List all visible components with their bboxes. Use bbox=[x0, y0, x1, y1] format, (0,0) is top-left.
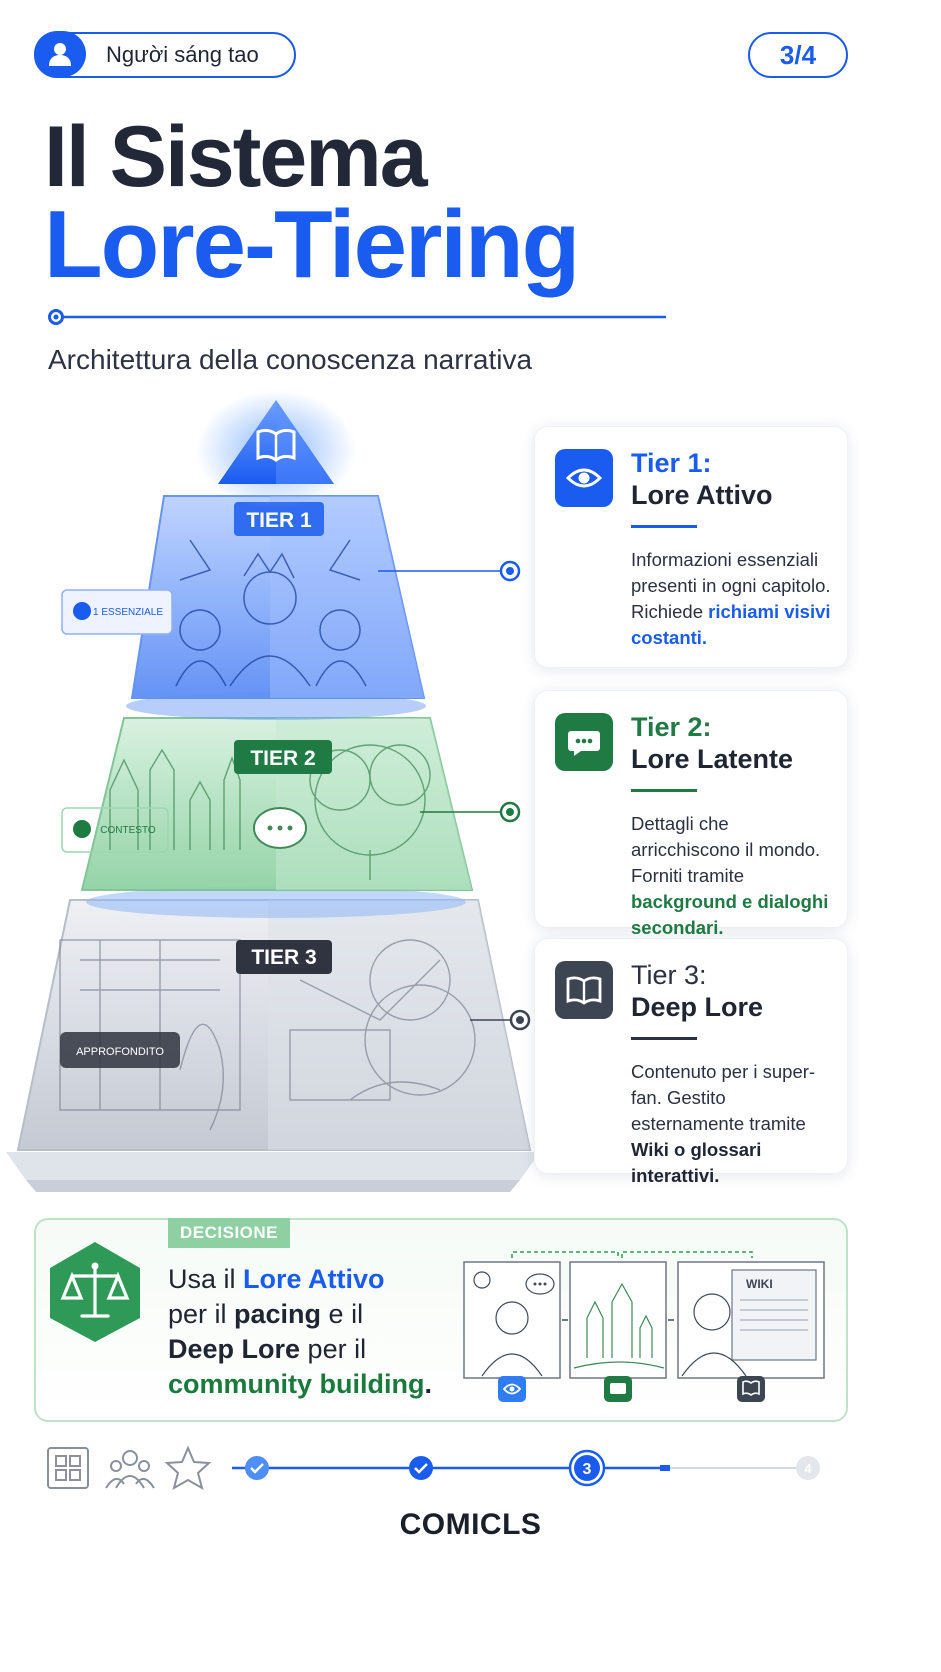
tier1-label: TIER 1 bbox=[246, 509, 312, 532]
tier2-description: Dettagli che arricchiscono il mondo. For… bbox=[631, 813, 829, 938]
decision-tag: DECISIONE bbox=[168, 1218, 291, 1248]
svg-text:3: 3 bbox=[583, 1461, 592, 1478]
tier3-card: Tier 3: Deep Lore Contenuto per i super-… bbox=[534, 938, 848, 1186]
step-2-complete bbox=[409, 1456, 433, 1480]
subtitle: Architettura della conoscenza narrativa bbox=[48, 344, 533, 375]
panel-lore-attivo bbox=[463, 1261, 561, 1402]
tier1-side-tag: 1 ESSENZIALE bbox=[93, 607, 163, 618]
panel-deep-lore: WIKI bbox=[677, 1261, 825, 1402]
tier2-accent-bar bbox=[631, 789, 697, 792]
user-icon bbox=[34, 31, 86, 77]
tier1-accent-bar bbox=[631, 525, 697, 528]
creator-label: Người sáng tao bbox=[106, 42, 259, 67]
tier2-side-tag: CONTESTO bbox=[100, 825, 156, 836]
tier3-block: TIER 3 APPROFONDITO bbox=[16, 899, 532, 1151]
tier2-block: TIER 2 CONTESTO bbox=[61, 717, 474, 918]
tier1-subtitle: Lore Attivo bbox=[631, 480, 773, 510]
step-3-current: 3 bbox=[568, 1449, 606, 1487]
tier1-block: TIER 1 1 ESSENZIALE bbox=[61, 495, 426, 720]
tier3-subtitle: Deep Lore bbox=[631, 992, 764, 1022]
star-icon bbox=[164, 1445, 212, 1491]
step-4-pending: 4 bbox=[796, 1456, 820, 1480]
book-icon bbox=[256, 428, 296, 462]
creator-pill[interactable]: Người sáng tao bbox=[34, 31, 296, 78]
tier3-description: Contenuto per i super-fan. Gestito ester… bbox=[631, 1061, 816, 1186]
tier1-name: Tier 1: bbox=[631, 448, 712, 478]
title-line-1: Il Sistema bbox=[44, 109, 428, 205]
book-icon bbox=[555, 961, 613, 1019]
tier1-description: Informazioni essenziali presenti in ogni… bbox=[631, 549, 831, 648]
grid-icon bbox=[47, 1447, 89, 1489]
eye-icon bbox=[555, 449, 613, 507]
tier1-card: Tier 1: Lore Attivo Informazioni essenzi… bbox=[534, 426, 848, 668]
tier2-name: Tier 2: bbox=[631, 712, 712, 742]
tier3-accent-bar bbox=[631, 1037, 697, 1040]
tier2-label: TIER 2 bbox=[250, 747, 315, 770]
progress-bar: 3 4 bbox=[47, 1445, 820, 1491]
page-indicator: 3/4 bbox=[748, 32, 848, 78]
svg-text:4: 4 bbox=[804, 1461, 812, 1476]
tier3-label: TIER 3 bbox=[251, 946, 316, 969]
chat-bubble-icon bbox=[555, 713, 613, 771]
tier3-side-tag: APPROFONDITO bbox=[76, 1046, 164, 1058]
community-icon bbox=[105, 1450, 155, 1489]
title-line-2: Lore-Tiering bbox=[44, 191, 580, 298]
decision-comic-panels: WIKI bbox=[463, 1251, 825, 1402]
tier3-name: Tier 3: bbox=[631, 960, 707, 990]
wiki-label: WIKI bbox=[746, 1277, 773, 1291]
decision-box: DECISIONE Usa il Lore Attivo per il paci… bbox=[34, 1218, 848, 1422]
lore-pyramid: TIER 3 APPROFONDITO TIER 2 CONTESTO bbox=[6, 390, 540, 1192]
panel-lore-latente bbox=[569, 1261, 667, 1402]
brand-logo: COMICLS bbox=[399, 1508, 542, 1541]
decision-text: Usa il Lore Attivo per il pacing e il De… bbox=[168, 1264, 433, 1399]
tier2-card: Tier 2: Lore Latente Dettagli che arricc… bbox=[534, 690, 848, 938]
scales-icon bbox=[50, 1242, 140, 1342]
tier2-subtitle: Lore Latente bbox=[631, 744, 794, 774]
step-1-complete bbox=[245, 1456, 269, 1480]
title-underline bbox=[48, 309, 666, 325]
